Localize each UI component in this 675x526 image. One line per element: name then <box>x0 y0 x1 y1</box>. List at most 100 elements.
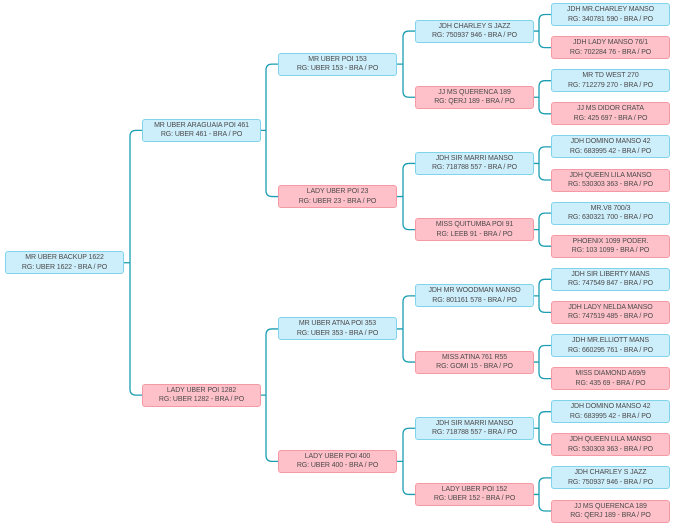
animal-name: MR TD WEST 270 <box>582 72 639 80</box>
sire-node-gen4[interactable]: JDH MR.ELLIOTT MANS RG: 660295 761 - BRA … <box>551 334 670 357</box>
animal-registration: RG: 340781 590 - BRA / PO <box>567 15 654 23</box>
animal-registration: RG: 702284 76 - BRA / PO <box>569 48 652 56</box>
animal-registration: RG: 718788 557 - BRA / PO <box>431 164 518 172</box>
animal-name: JDH LADY NELDA MANSO <box>568 303 653 311</box>
sire-node-gen3[interactable]: JDH SIR MARRI MANSO RG: 718788 557 - BRA … <box>415 151 534 175</box>
animal-name: JDH QUEEN LILA MANSO <box>569 171 652 179</box>
animal-registration: RG: 718788 557 - BRA / PO <box>431 429 518 437</box>
animal-registration: RG: UBER 353 - BRA / PO <box>296 329 379 337</box>
connector-line <box>397 30 415 98</box>
animal-registration: RG: 660295 761 - BRA / PO <box>567 346 654 354</box>
connector-line <box>397 427 415 496</box>
animal-name: JDH DOMINO MANSO 42 <box>570 403 651 411</box>
connector-line <box>534 13 551 49</box>
animal-registration: RG: UBER 400 - BRA / PO <box>296 462 379 470</box>
animal-registration: RG: 712279 270 - BRA / PO <box>567 81 654 89</box>
animal-registration: RG: 530303 363 - BRA / PO <box>567 445 654 453</box>
animal-name: JDH MR.CHARLEY MANSO <box>567 6 654 13</box>
animal-name: JDH SIR MARRI MANSO <box>435 154 514 162</box>
connector-line <box>261 63 278 198</box>
dam-node-gen4[interactable]: JDH LADY NELDA MANSO RG: 747519 485 - BRA… <box>551 300 670 324</box>
animal-registration: RG: QERJ 189 - BRA / PO <box>434 98 515 106</box>
sire-node-gen4[interactable]: JDH SIR LIBERTY MANS RG: 747549 847 - BRA… <box>551 267 670 291</box>
animal-registration: RG: 683995 42 - BRA / PO <box>569 412 652 420</box>
animal-registration: RG: 425 697 - BRA / PO <box>573 114 648 122</box>
animal-name: JDH SIR MARRI MANSO <box>435 419 514 427</box>
animal-name: LADY UBER POI 152 <box>441 485 508 493</box>
animal-name: LADY UBER POI 23 <box>306 188 369 196</box>
connector-line <box>124 129 142 396</box>
animal-registration: RG: GOMI 15 - BRA / PO <box>436 363 513 371</box>
animal-name: MR UBER ARAGUAIA POI 461 <box>154 121 249 129</box>
connector-line <box>534 344 551 380</box>
animal-registration: RG: UBER 153 - BRA / PO <box>296 65 379 73</box>
animal-registration: RG: 750937 946 - BRA / PO <box>567 478 654 486</box>
animal-name: JDH SIR LIBERTY MANS <box>571 270 650 278</box>
connector-line <box>534 80 551 115</box>
animal-registration: RG: UBER 23 - BRA / PO <box>298 197 377 205</box>
animal-name: JJ MS DIDOR CRATA <box>577 105 644 113</box>
sire-node-gen3[interactable]: JDH SIR MARRI MANSO RG: 718788 557 - BRA … <box>415 416 534 440</box>
animal-registration: RG: 103 1099 - BRA / PO <box>571 247 650 255</box>
animal-registration: RG: UBER 1282 - BRA / PO <box>158 396 245 404</box>
connector-line <box>534 411 551 446</box>
connector-line <box>397 295 415 363</box>
animal-name: MR UBER BACKUP 1622 <box>25 254 104 262</box>
animal-name: MR.V8 700/3 <box>590 204 631 212</box>
connector-line <box>261 328 278 462</box>
animal-registration: RG: 750937 946 - BRA / PO <box>431 32 518 40</box>
animal-registration: RG: UBER 1622 - BRA / PO <box>21 263 108 271</box>
animal-name: JJ MS QUERENCA 189 <box>438 88 511 96</box>
animal-name: PHOENIX 1099 PODER. <box>572 237 649 245</box>
animal-name: JDH DOMINO MANSO 42 <box>570 138 651 146</box>
sire-node-gen3[interactable]: JDH CHARLEY S JAZZ RG: 750937 946 - BRA /… <box>415 19 534 43</box>
sire-node-gen4[interactable]: JDH MR.CHARLEY MANSO RG: 340781 590 - BRA… <box>551 3 670 26</box>
animal-name: MISS QUITUMBA POI 91 <box>435 221 514 229</box>
connector-line <box>534 477 551 512</box>
animal-name: JDH QUEEN LILA MANSO <box>569 436 652 444</box>
animal-name: MR UBER ATNA POI 353 <box>298 320 377 328</box>
animal-registration: RG: UBER 152 - BRA / PO <box>433 495 516 503</box>
animal-registration: RG: 747519 485 - BRA / PO <box>567 313 654 321</box>
connector-line <box>534 146 551 181</box>
connector-line <box>534 212 551 247</box>
dam-node-gen4[interactable]: PHOENIX 1099 PODER. RG: 103 1099 - BRA / … <box>551 234 670 258</box>
animal-registration: RG: 747549 847 - BRA / PO <box>567 280 654 288</box>
animal-name: MISS ATINA 761 R55 <box>442 353 507 361</box>
animal-name: JDH CHARLEY S JAZZ <box>438 22 511 30</box>
animal-registration: RG: QERJ 189 - BRA / PO <box>570 512 651 519</box>
animal-name: JDH MR.ELLIOTT MANS <box>572 337 649 344</box>
animal-name: JDH CHARLEY S JAZZ <box>574 469 647 477</box>
connector-line <box>534 278 551 314</box>
animal-registration: RG: 683995 42 - BRA / PO <box>569 147 652 155</box>
animal-registration: RG: 801161 578 - BRA / PO <box>432 296 517 304</box>
animal-name: LADY UBER POI 400 <box>304 452 371 460</box>
animal-name: LADY UBER POI 1282 <box>166 386 237 394</box>
animal-registration: RG: 435 69 - BRA / PO <box>575 379 646 387</box>
